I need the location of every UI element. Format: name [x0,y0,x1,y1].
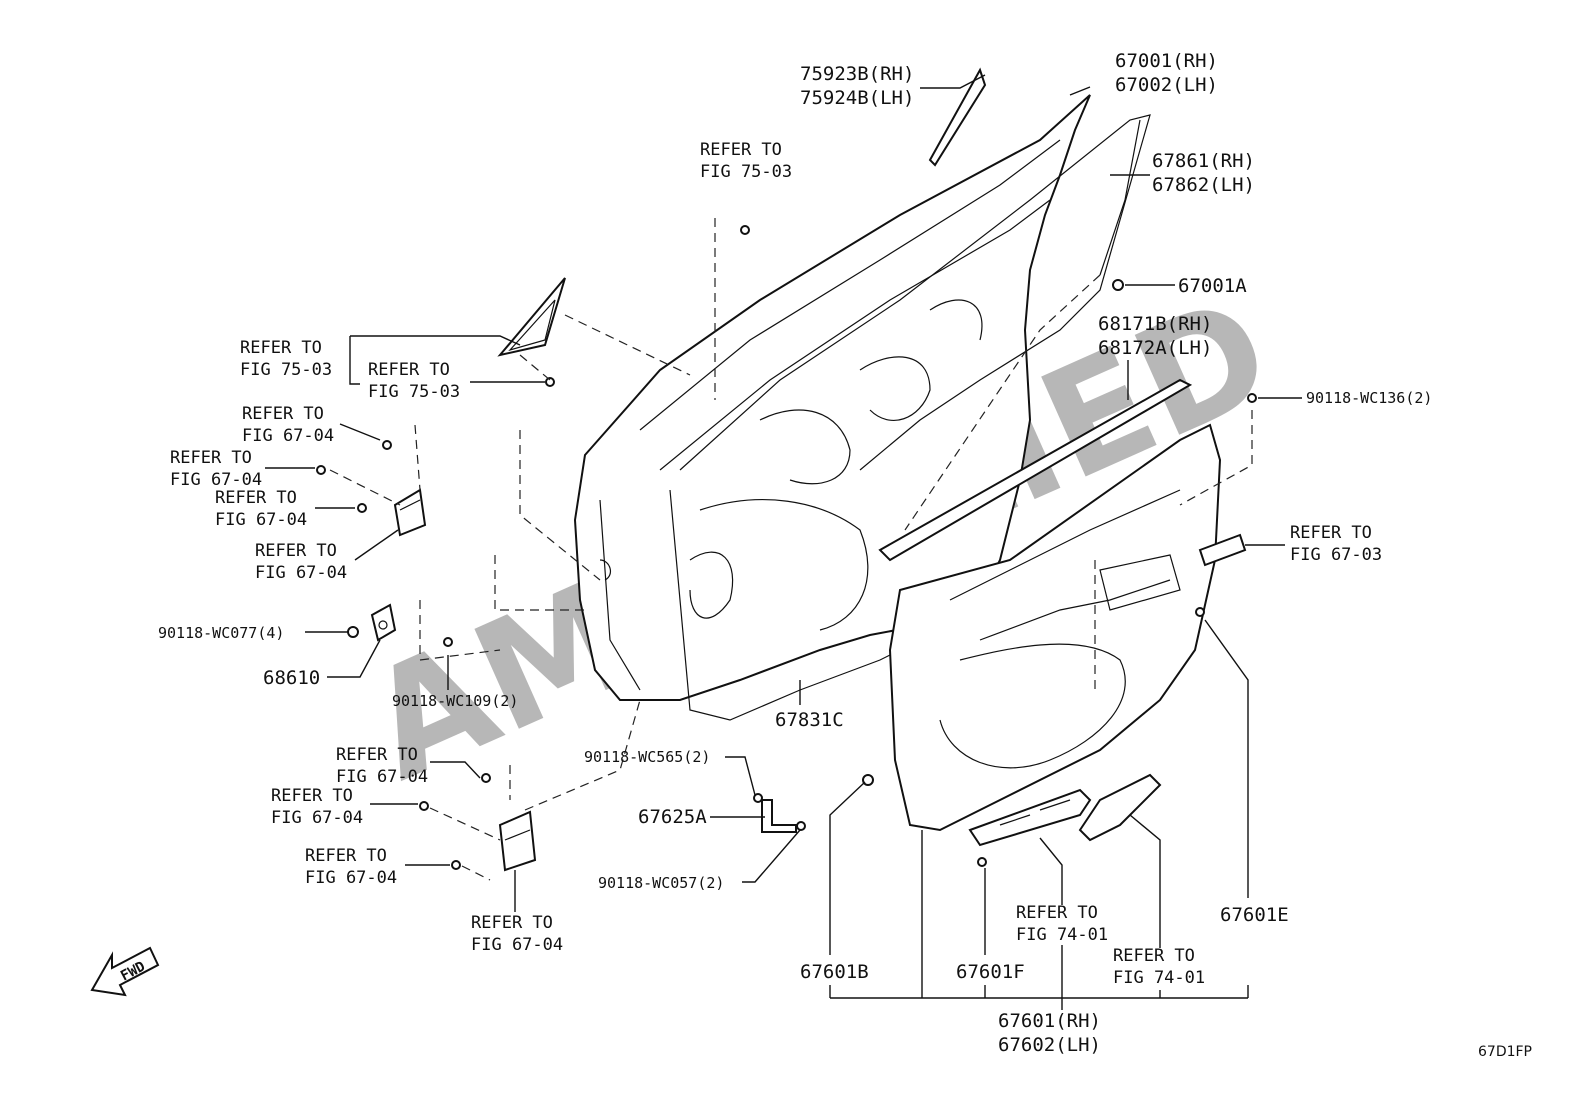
refer-label: FIG 75-03 [700,162,792,182]
bolt-labels: 90118-WC136(2) 90118-WC077(4) 90118-WC10… [158,389,1432,892]
refer-label: FIG 75-03 [368,382,460,402]
refer-label: FIG 75-03 [240,360,332,380]
refer-label: REFER TO [1016,903,1098,923]
refer-label: REFER TO [240,338,322,358]
refer-label: FIG 67-04 [255,563,347,583]
label-67002: 67002(LH) [1115,74,1218,96]
label-wc565: 90118-WC565(2) [584,748,710,766]
refer-label: FIG 67-04 [336,767,428,787]
label-wc077: 90118-WC077(4) [158,624,284,642]
figure-code: 67D1FP [1478,1044,1532,1060]
refer-label: FIG 67-04 [305,868,397,888]
label-68610: 68610 [263,667,320,689]
refer-label: REFER TO [336,745,418,765]
label-67001: 67001(RH) [1115,50,1218,72]
refer-labels: REFER TO FIG 75-03 REFER TO FIG 75-03 RE… [170,140,1382,988]
bracket-67625a [761,799,797,833]
refer-label: REFER TO [1290,523,1372,543]
refer-label: FIG 67-04 [215,510,307,530]
refer-label: REFER TO [368,360,450,380]
door-panel [573,94,1091,701]
label-67831c: 67831C [775,709,844,731]
switch-base [968,788,1092,847]
refer-label: REFER TO [271,786,353,806]
label-68172a: 68172A(LH) [1098,337,1212,359]
label-75923b: 75923B(RH) [800,63,914,85]
label-67862: 67862(LH) [1152,174,1255,196]
refer-label: REFER TO [700,140,782,160]
label-wc109: 90118-WC109(2) [392,692,518,710]
fwd-arrow: FWD [90,946,160,997]
refer-label: FIG 67-04 [471,935,563,955]
outer-belt-molding [928,67,987,167]
label-67601b: 67601B [800,961,869,983]
label-67861: 67861(RH) [1152,150,1255,172]
label-67001a: 67001A [1178,275,1247,297]
belt-weatherstrip [878,378,1193,562]
label-wc136: 90118-WC136(2) [1306,389,1432,407]
refer-label: REFER TO [242,404,324,424]
refer-label: REFER TO [471,913,553,933]
label-wc057: 90118-WC057(2) [598,874,724,892]
refer-label: REFER TO [255,541,337,561]
leader-lines [265,74,1302,1010]
refer-label: REFER TO [215,488,297,508]
armrest-cover [1078,773,1162,842]
refer-label: FIG 67-04 [271,808,363,828]
part-labels: 75923B(RH) 75924B(LH) 67001(RH) 67002(LH… [263,50,1289,1056]
refer-label: FIG 67-04 [242,426,334,446]
upper-hinge [393,488,427,537]
refer-label: REFER TO [1113,946,1195,966]
refer-label: FIG 67-03 [1290,545,1382,565]
lower-hinge [498,810,537,872]
label-68171b: 68171B(RH) [1098,313,1212,335]
refer-label: FIG 67-04 [170,470,262,490]
refer-label: REFER TO [305,846,387,866]
door-trim-panel [888,423,1222,832]
label-67601: 67601(RH) [998,1010,1101,1032]
refer-label: FIG 74-01 [1016,925,1108,945]
label-67601f: 67601F [956,961,1025,983]
refer-label: FIG 74-01 [1113,968,1205,988]
label-67625a: 67625A [638,806,707,828]
fasteners [316,225,1257,870]
label-75924b: 75924B(LH) [800,87,914,109]
label-67601e: 67601E [1220,904,1289,926]
refer-label: REFER TO [170,448,252,468]
mirror-corner-trim [497,277,566,357]
door-check-68610 [370,603,397,642]
label-67602: 67602(LH) [998,1034,1101,1056]
assembly-dash-lines [329,218,1253,881]
